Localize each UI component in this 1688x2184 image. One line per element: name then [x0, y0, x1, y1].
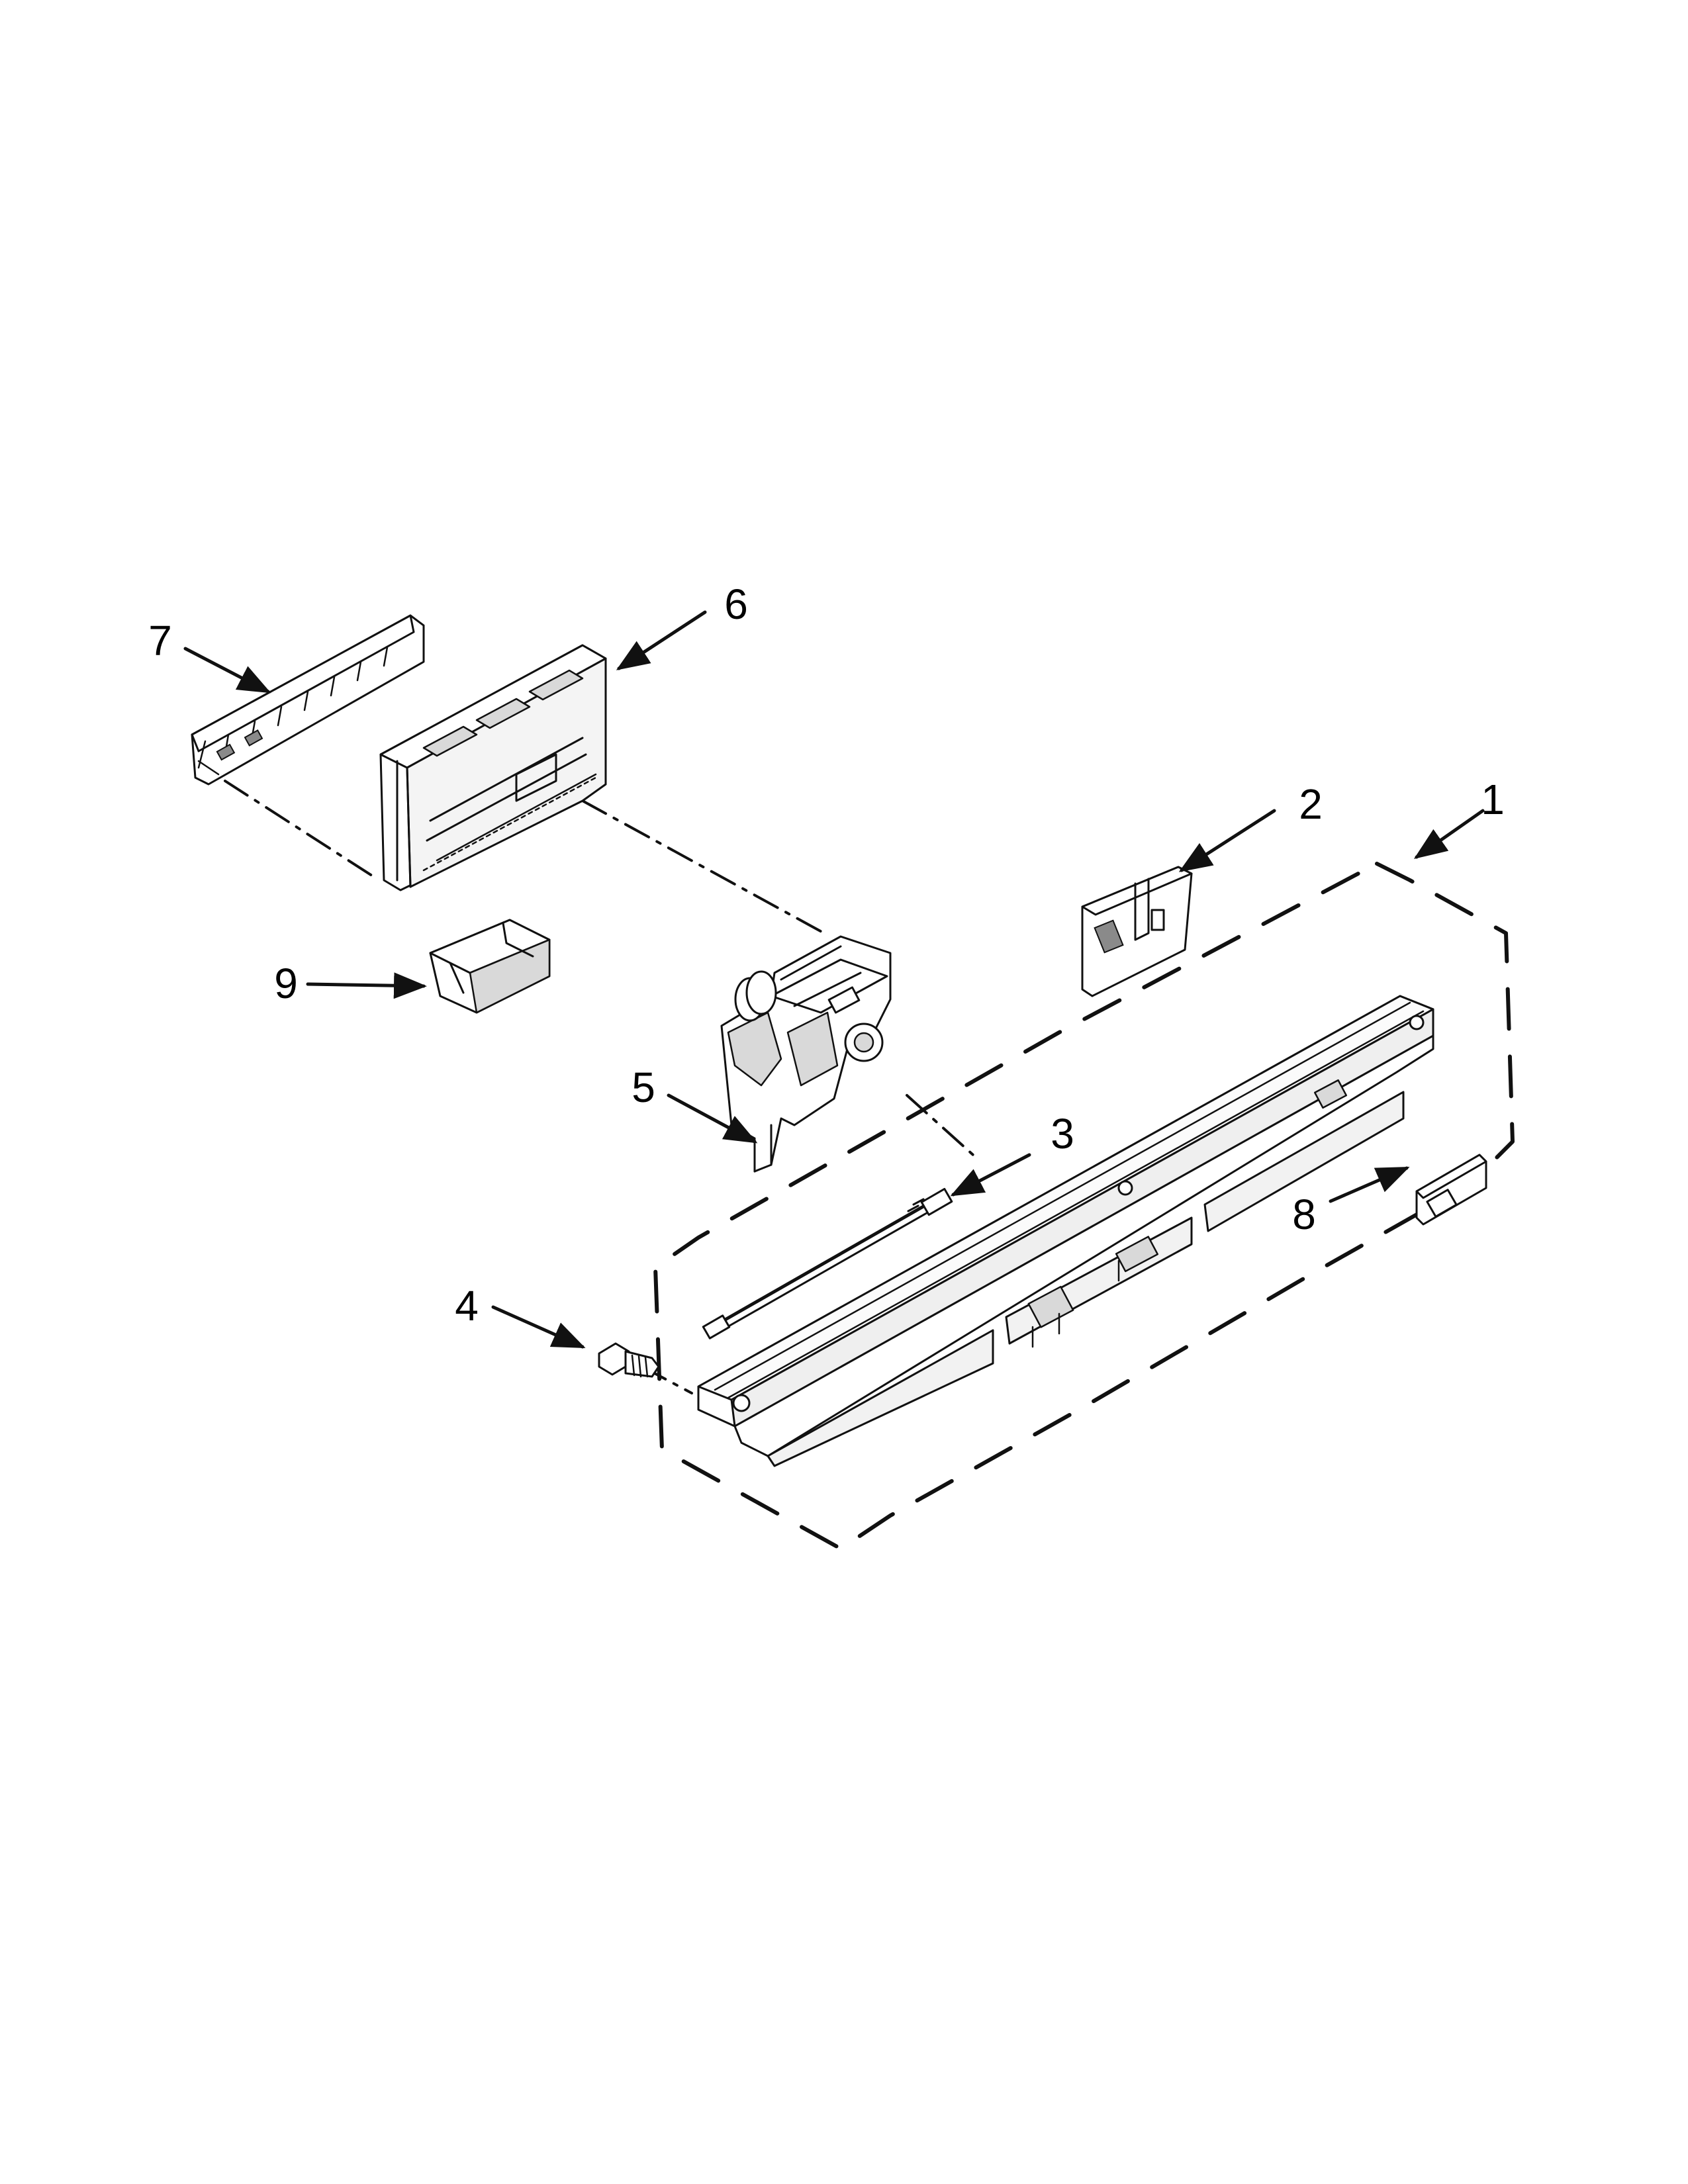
part-8-switch-board — [1415, 1154, 1487, 1226]
arrow-callout-8 — [1329, 1166, 1410, 1203]
callout-labels: 1 2 3 4 5 6 7 8 9 — [148, 580, 1505, 1330]
callout-6: 6 — [724, 580, 748, 628]
arrow-callout-7 — [183, 647, 271, 694]
callout-9: 9 — [274, 960, 298, 1007]
part-4-screw — [598, 1342, 660, 1378]
part-9-cover — [429, 919, 551, 1014]
callout-2: 2 — [1299, 780, 1323, 828]
part-1-control-panel — [697, 995, 1434, 1467]
arrow-callout-9 — [306, 972, 427, 999]
part-7-bracket — [191, 614, 425, 786]
part-3-wire-harness — [702, 1187, 953, 1340]
assembly-boundary-dashed — [653, 862, 1515, 1551]
arrow-callout-1 — [1413, 809, 1485, 859]
arrow-callout-6 — [616, 610, 707, 670]
callout-8: 8 — [1292, 1191, 1316, 1238]
callout-arrows — [183, 610, 1485, 1349]
callout-3: 3 — [1051, 1110, 1074, 1158]
part-5-latch — [720, 935, 892, 1173]
part-6-control-housing — [379, 644, 607, 891]
arrow-callout-3 — [950, 1153, 1031, 1197]
arrow-callout-2 — [1178, 809, 1276, 872]
callout-5: 5 — [632, 1064, 655, 1111]
callout-1: 1 — [1481, 776, 1505, 823]
arrow-callout-4 — [491, 1305, 586, 1349]
leader-line-7-to-6 — [224, 780, 375, 878]
callout-4: 4 — [455, 1282, 479, 1330]
part-2-plate — [1081, 866, 1193, 997]
leader-line-6-to-5 — [581, 799, 825, 934]
callout-7: 7 — [148, 617, 172, 664]
leader-line-5-to-3 — [906, 1094, 974, 1156]
arrow-callout-5 — [667, 1093, 758, 1144]
